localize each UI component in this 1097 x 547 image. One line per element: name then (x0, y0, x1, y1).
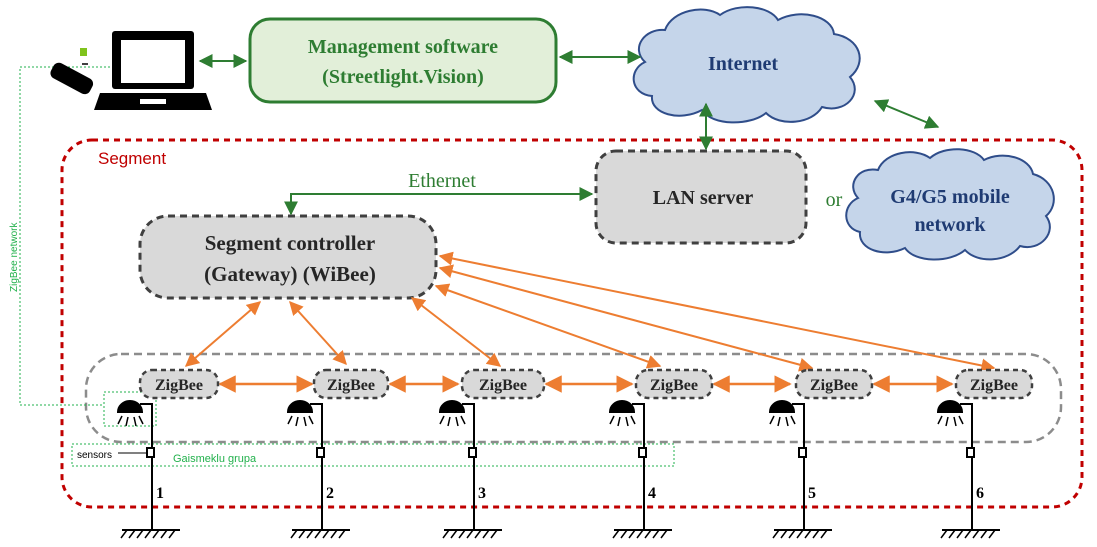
zigbee-node-box (634, 368, 714, 400)
mobile-network-line2: network (914, 214, 986, 236)
zigbee-node-label: ZigBee (479, 377, 527, 394)
pole-number: 4 (648, 485, 656, 502)
segment-boundary (60, 138, 1084, 509)
ethernet-label: Ethernet (408, 170, 476, 192)
zigbee-node-label: ZigBee (327, 377, 375, 394)
pole-number: 5 (808, 485, 816, 502)
zigbee-network-label: ZigBee network (9, 222, 20, 292)
mobile-network-cloud (845, 148, 1055, 261)
or-label: or (826, 189, 843, 211)
usb-dongle-icon (50, 48, 94, 95)
zigbee-network-link (19, 66, 110, 406)
zigbee-node-box (138, 368, 220, 400)
zigbee-node-label: ZigBee (650, 377, 698, 394)
zigbee-node-box (460, 368, 546, 400)
green-links (198, 50, 940, 151)
light-group-boundary (71, 443, 675, 467)
street-lamp-icon (116, 400, 180, 539)
segment-label: Segment (98, 149, 166, 168)
internet-label: Internet (708, 53, 778, 75)
street-lamp-icon (438, 400, 502, 539)
segment-controller-box (138, 214, 438, 300)
pole-number: 3 (478, 485, 486, 502)
segment-controller-line2: (Gateway) (WiBee) (204, 262, 376, 286)
street-lamp-icon (936, 400, 1000, 539)
street-lamp-icon (286, 400, 350, 539)
internet-cloud (632, 6, 861, 124)
zigbee-node-label: ZigBee (810, 377, 858, 394)
sensors-label: sensors (77, 450, 112, 461)
lan-server-label: LAN server (653, 187, 754, 209)
management-software-box (248, 17, 558, 104)
zigbee-node-box (794, 368, 874, 400)
street-lamp-icon (768, 400, 832, 539)
ethernet-link (284, 187, 594, 216)
mobile-network-line1: G4/G5 mobile (890, 186, 1010, 208)
management-software-line1: Management software (308, 36, 498, 58)
zigbee-group-boundary (84, 352, 1063, 444)
zigbee-node-box (312, 368, 390, 400)
lan-server-box (594, 149, 808, 245)
pole-number: 1 (156, 485, 164, 502)
zigbee-nodes: ZigBee ZigBee ZigBee ZigBee ZigBee ZigBe… (138, 368, 1034, 400)
management-software-line2: (Streetlight.Vision) (322, 66, 484, 88)
controller-node-links (184, 251, 996, 373)
segment-controller-line1: Segment controller (205, 231, 375, 255)
zigbee-node-label: ZigBee (155, 377, 203, 394)
street-lamp-icon (608, 400, 672, 539)
light-group-label: Gaismeklu grupa (173, 453, 257, 465)
pole-number: 6 (976, 485, 984, 502)
pole-number: 2 (326, 485, 334, 502)
zigbee-node-box (954, 368, 1034, 400)
first-lamp-highlight (103, 391, 157, 427)
internet-mobile-link (873, 99, 940, 129)
zigbee-node-label: ZigBee (970, 377, 1018, 394)
laptop-icon (94, 31, 212, 110)
